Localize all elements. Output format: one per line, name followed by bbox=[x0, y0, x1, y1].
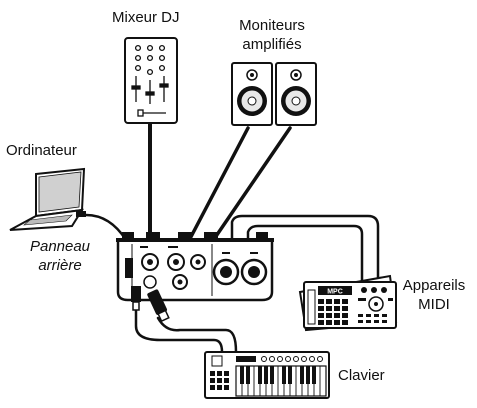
label-midi-devices-line1: Appareils bbox=[402, 277, 466, 294]
cable-midi-out bbox=[230, 214, 380, 286]
cable-plugs bbox=[131, 286, 170, 323]
cables bbox=[84, 121, 380, 354]
label-monitors-line1: Moniteurs bbox=[239, 17, 305, 34]
mpc-pad-controller-icon: MPC bbox=[298, 274, 398, 332]
label-rear-panel-line2: arrière bbox=[38, 257, 82, 274]
label-midi-devices: Appareils MIDI bbox=[394, 276, 474, 314]
cable-keyboard-2 bbox=[156, 316, 238, 354]
mpc-badge: MPC bbox=[327, 289, 343, 296]
midi-keyboard-icon bbox=[204, 351, 330, 399]
cable-monitor-left bbox=[181, 126, 250, 254]
label-midi-devices-line2: MIDI bbox=[418, 296, 450, 313]
label-monitors-line2: amplifiés bbox=[242, 36, 302, 53]
studio-monitor-icon bbox=[231, 62, 317, 126]
audio-interface-icon bbox=[116, 232, 274, 302]
cable-midi-in bbox=[246, 224, 364, 286]
label-monitors: Moniteurs amplifiés bbox=[222, 16, 322, 54]
label-keyboard: Clavier bbox=[338, 367, 385, 384]
laptop-icon bbox=[9, 167, 86, 231]
label-rear-panel-line1: Panneau bbox=[29, 238, 91, 255]
cable-keyboard-1 bbox=[134, 298, 224, 354]
label-computer: Ordinateur bbox=[6, 142, 77, 159]
dj-mixer-icon bbox=[124, 37, 178, 124]
label-rear-panel: Panneau arrière bbox=[20, 237, 100, 275]
label-mixer: Mixeur DJ bbox=[112, 9, 180, 26]
cable-monitor-right bbox=[208, 126, 292, 247]
